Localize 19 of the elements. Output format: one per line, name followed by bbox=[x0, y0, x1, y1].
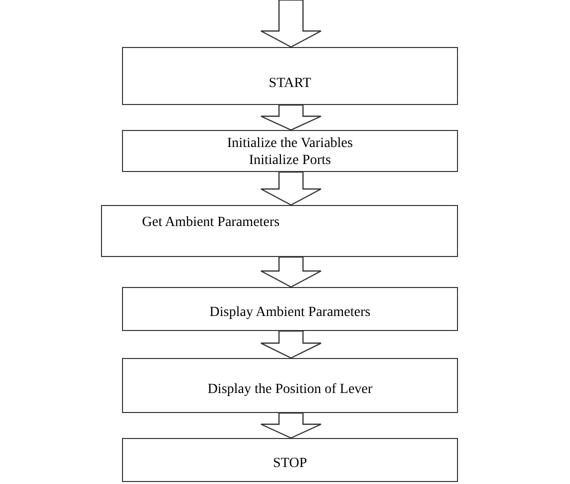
box-label: START bbox=[268, 74, 312, 92]
block-arrow bbox=[260, 256, 322, 288]
process-box bbox=[122, 438, 458, 482]
process-box bbox=[122, 47, 458, 105]
block-arrow bbox=[260, 0, 322, 48]
block-arrow bbox=[260, 412, 322, 439]
process-box bbox=[101, 205, 458, 257]
block-arrow bbox=[260, 104, 322, 131]
block-arrow bbox=[260, 171, 322, 206]
box-label: Display Ambient Parameters bbox=[210, 304, 370, 320]
block-arrow bbox=[260, 330, 322, 359]
box-label: STOP bbox=[273, 454, 307, 472]
box-label: Initialize Ports bbox=[248, 152, 332, 169]
process-box bbox=[122, 130, 458, 172]
box-label: Get Ambient Parameters bbox=[142, 214, 280, 231]
box-label: Display the Position of Lever bbox=[208, 381, 372, 398]
process-box bbox=[122, 358, 458, 413]
process-box bbox=[122, 287, 458, 331]
box-label: Initialize the Variables bbox=[227, 135, 353, 152]
